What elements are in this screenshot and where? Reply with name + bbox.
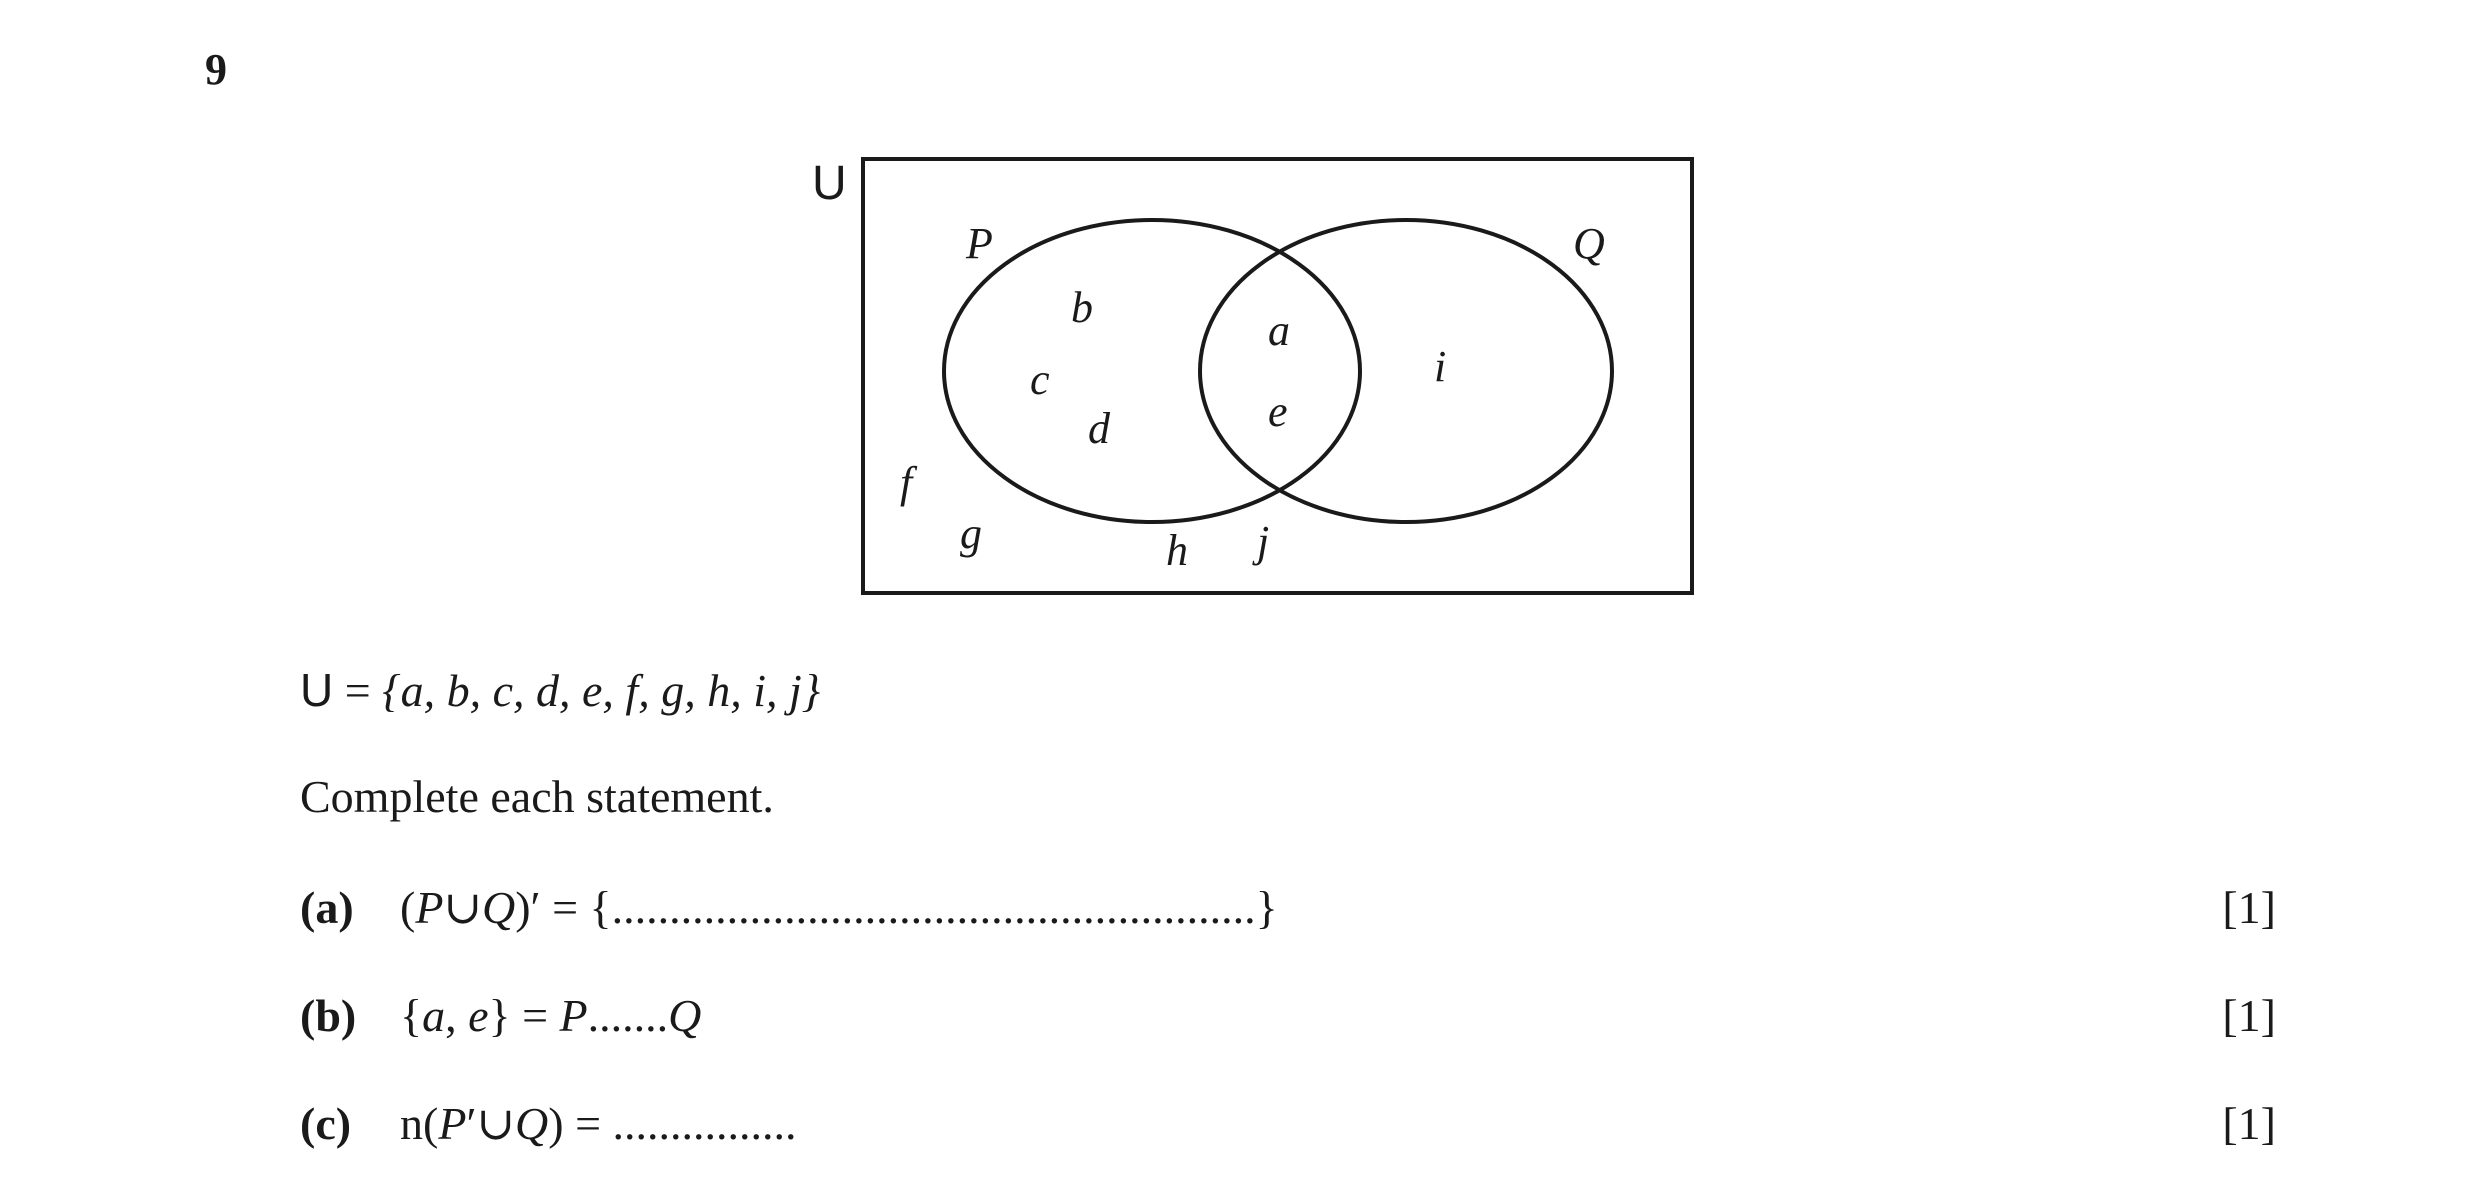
set-p-label: P xyxy=(965,219,993,268)
universe-set: {a, b, c, d, e, f, g, h, i, j} xyxy=(382,665,821,716)
part-c-equals: ) = xyxy=(548,1098,613,1149)
part-b-marks: [1] xyxy=(2222,990,2276,1041)
part-b-comma: , xyxy=(445,990,469,1041)
part-a-union: ∪ xyxy=(443,882,482,933)
part-b-label: (b) xyxy=(300,990,357,1041)
part-b-a: a xyxy=(422,990,446,1041)
part-b-equals: } = xyxy=(488,990,560,1041)
universal-set-symbol: U xyxy=(812,157,847,210)
question-number: 9 xyxy=(205,45,227,94)
part-c-union: ∪ xyxy=(476,1098,516,1149)
part-c-p: P xyxy=(438,1098,467,1149)
element-e: e xyxy=(1268,387,1288,436)
part-a-answer-space[interactable]: ........................................… xyxy=(611,882,1256,933)
element-c: c xyxy=(1030,355,1050,404)
part-a-p: P xyxy=(415,882,444,933)
element-g: g xyxy=(960,509,982,558)
part-a-close: } xyxy=(1255,882,1278,933)
part-c-open: n( xyxy=(400,1098,439,1149)
element-d: d xyxy=(1088,404,1111,453)
part-a-marks: [1] xyxy=(2222,882,2276,933)
part-a-q: Q xyxy=(481,882,516,933)
element-i: i xyxy=(1434,342,1446,391)
set-q-circle xyxy=(1198,218,1614,524)
part-c-prime: ′ xyxy=(466,1098,477,1149)
element-b: b xyxy=(1071,283,1093,332)
part-a-open: ( xyxy=(400,882,416,933)
element-j: j xyxy=(1252,517,1269,566)
part-b-e: e xyxy=(468,990,489,1041)
universe-equals: = xyxy=(333,665,383,716)
element-a: a xyxy=(1268,306,1290,355)
part-c-label: (c) xyxy=(300,1098,352,1149)
part-b-open: { xyxy=(400,990,423,1041)
element-h: h xyxy=(1166,526,1188,575)
set-p-circle xyxy=(942,218,1362,524)
element-f: f xyxy=(900,458,918,507)
part-b-statement: (b) {a, e} = P.......Q xyxy=(300,993,701,1039)
part-b-answer-space[interactable]: ....... xyxy=(587,990,669,1041)
instruction: Complete each statement. xyxy=(300,771,774,822)
part-b-q: Q xyxy=(668,990,702,1041)
universe-statement: U = {a, b, c, d, e, f, g, h, i, j} xyxy=(300,667,820,714)
set-q-label: Q xyxy=(1573,219,1605,268)
part-c-answer-space[interactable]: ................ xyxy=(612,1098,797,1149)
part-c-marks: [1] xyxy=(2222,1098,2276,1149)
part-a-statement: (a) (P∪Q)′ = {...........................… xyxy=(300,885,1278,931)
part-a-label: (a) xyxy=(300,882,354,933)
part-c-q: Q xyxy=(515,1098,549,1149)
part-a-complement: )′ = { xyxy=(515,882,612,933)
part-c-statement: (c) n(P′∪Q) = ................ xyxy=(300,1101,797,1147)
universe-symbol: U xyxy=(300,664,334,716)
universal-set-box xyxy=(861,157,1694,595)
part-b-p: P xyxy=(559,990,588,1041)
